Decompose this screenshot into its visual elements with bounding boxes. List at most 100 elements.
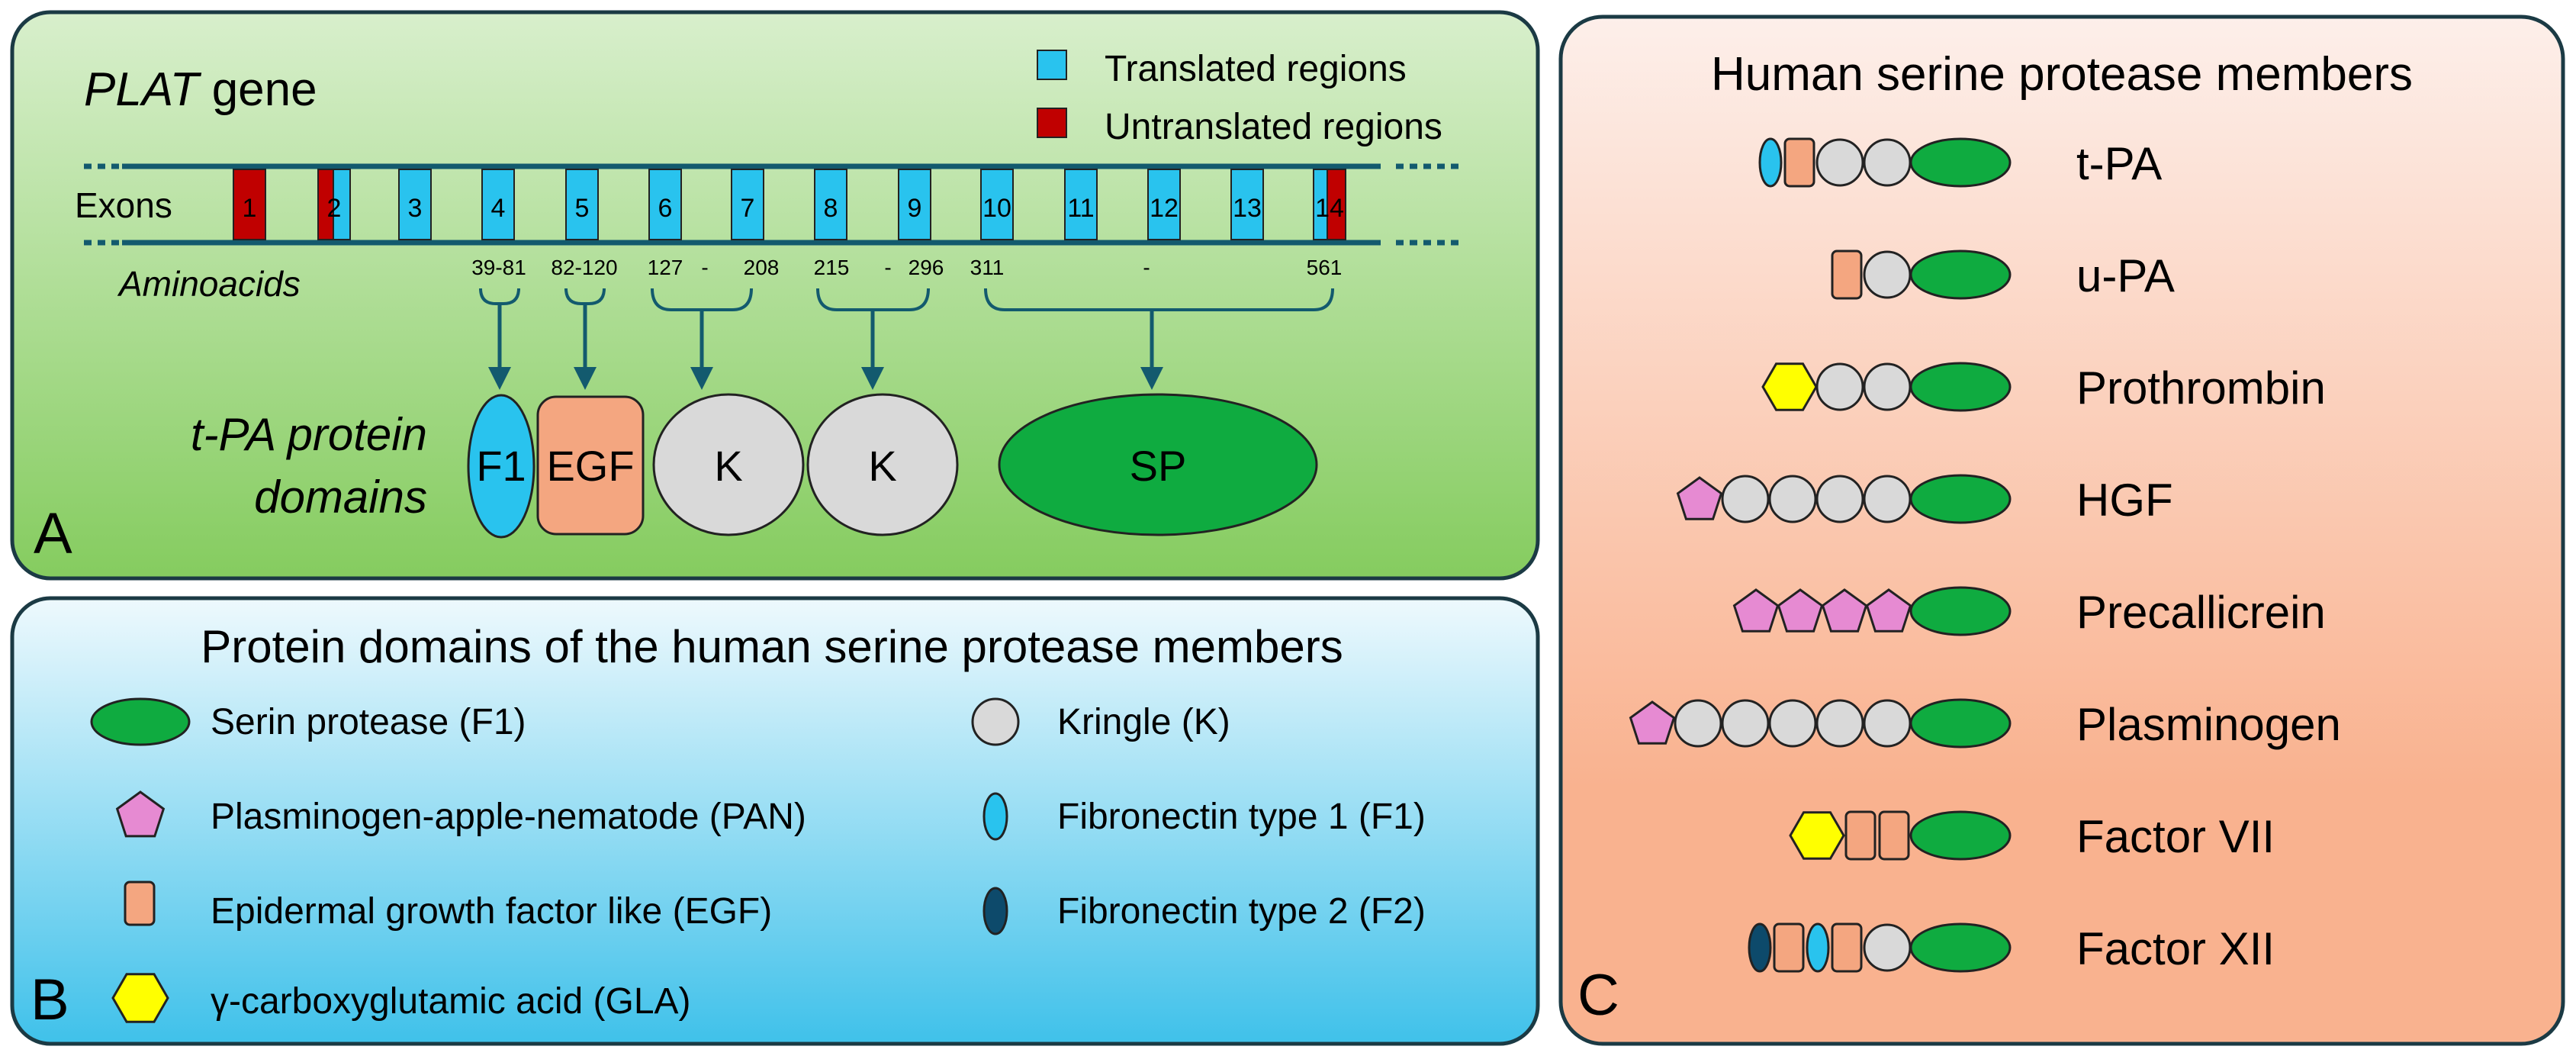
panel-c: Human serine protease members t-PA u-PA Pr… [1558, 14, 2565, 1046]
gene-name: PLAT [84, 63, 202, 116]
exon-2: 2 [317, 169, 351, 240]
domain-sp-icon [1909, 137, 2012, 188]
member-name: Plasminogen [2076, 699, 2341, 750]
domain-kringle-icon [1721, 699, 1770, 748]
member-row-plasminogen: Plasminogen [1629, 698, 2341, 750]
legend-translated-swatch [1037, 50, 1067, 80]
panel-b: Protein domains of the human serine prot… [10, 596, 1540, 1046]
exon-number: 13 [1233, 194, 1262, 223]
domain-egf-icon [1831, 922, 1863, 973]
legend-egf-label: Epidermal growth factor like (EGF) [211, 891, 772, 932]
domain-pan-icon [1821, 588, 1868, 633]
aa-range-sp-start: 311 [970, 256, 1005, 279]
domain-kringle-icon [1768, 475, 1817, 523]
legend-untranslated-swatch [1037, 108, 1067, 138]
aa-range-k1-end: 208 [744, 256, 780, 279]
exon-number: 11 [1067, 194, 1094, 223]
legend-f1-icon [982, 792, 1008, 841]
domain-kringle-icon [1815, 699, 1864, 748]
member-row-precallicrein: Precallicrein [1732, 586, 2326, 638]
panel-a: PLAT gene Translated regions Untranslate… [10, 10, 1540, 581]
domain-kringle-icon [1674, 699, 1722, 748]
panel-b-title: Protein domains of the human serine prot… [201, 621, 1343, 672]
domain-kringle-icon [1815, 475, 1864, 523]
exon-number: 12 [1150, 194, 1179, 223]
domain-gla-icon [1761, 362, 1818, 411]
exon-3: 3 [398, 169, 432, 240]
aa-range-k1-start: 127 [648, 256, 683, 279]
legend-f1-label: Fibronectin type 1 (F1) [1057, 797, 1426, 837]
exon-arrows [488, 305, 1163, 390]
legend-pan-label: Plasminogen-apple-nematode (PAN) [211, 797, 806, 837]
exon-number: 2 [327, 194, 342, 223]
domain-f1-shape [467, 394, 535, 539]
domain-k1-shape [652, 393, 805, 536]
aminoacids-label: Aminoacids [117, 264, 301, 304]
legend-f2-label: Fibronectin type 2 (F2) [1057, 891, 1426, 932]
legend-f2-icon [982, 887, 1008, 935]
domain-kringle-icon [1815, 138, 1864, 187]
tpa-domain-labels: F1 EGF K K SP [476, 442, 1186, 490]
exon-number: 4 [491, 194, 506, 223]
panel-b-legend-icons [90, 697, 1020, 1023]
exon-number: 5 [575, 194, 590, 223]
member-name: Factor XII [2076, 923, 2275, 974]
domain-pan-icon [1676, 476, 1723, 520]
exon-brackets [479, 288, 1334, 311]
tpa-domains [467, 393, 1318, 539]
exons-label: Exons [75, 185, 172, 225]
domain-k2-shape [806, 393, 959, 536]
domain-kringle-icon [1721, 475, 1770, 523]
exon-number: 3 [408, 194, 423, 223]
member-row-t-pa: t-PA [1758, 137, 2162, 189]
exon-7: 7 [731, 169, 764, 240]
exon-number: 1 [243, 194, 257, 223]
domain-egf-icon [1831, 250, 1863, 300]
panel-b-letter: B [31, 967, 69, 1032]
aa-range-egf: 82-120 [551, 256, 617, 279]
domain-kringle-icon [1815, 362, 1864, 411]
exon-10: 10 [980, 169, 1014, 240]
domain-f1-icon [1758, 137, 1783, 188]
panel-a-letter: A [34, 501, 72, 566]
member-row-prothrombin: Prothrombin [1761, 362, 2326, 414]
domain-gla-icon [1789, 811, 1845, 860]
domain-sp-icon [1909, 586, 2012, 636]
aa-range-f1: 39-81 [471, 256, 526, 279]
panel-c-title: Human serine protease members [1711, 48, 2413, 101]
domain-kringle-icon [1768, 699, 1817, 748]
member-name: Precallicrein [2076, 587, 2326, 638]
exon-14: 14 [1313, 169, 1346, 240]
domain-egf-shape [536, 395, 645, 536]
exon-5: 5 [565, 169, 599, 240]
aa-range-k1-dash: - [701, 256, 708, 279]
legend-untranslated-label: Untranslated regions [1105, 107, 1442, 147]
domain-k2-label: K [868, 442, 896, 490]
legend-translated-label: Translated regions [1105, 49, 1407, 89]
member-name: Factor VII [2076, 811, 2275, 862]
exon-11: 11 [1064, 169, 1098, 240]
aa-range-k2-end: 296 [909, 256, 944, 279]
domain-kringle-icon [1863, 250, 1912, 299]
gene-word: gene [198, 63, 317, 116]
domain-egf-icon [1773, 922, 1805, 973]
domain-pan-icon [1777, 588, 1824, 633]
domain-egf-icon [1844, 810, 1877, 861]
protein-label-line2: domains [254, 472, 427, 523]
aa-range-sp-dash: - [1143, 256, 1150, 279]
domain-f1-icon [1806, 922, 1830, 973]
domain-sp-icon [1909, 810, 2012, 861]
member-name: t-PA [2076, 138, 2162, 189]
exon-number: 6 [658, 194, 673, 223]
legend-egf-icon [124, 881, 156, 926]
member-name: u-PA [2076, 250, 2175, 301]
domain-sp-shape [998, 393, 1318, 536]
legend-kringle-label: Kringle (K) [1057, 702, 1230, 742]
exon-4: 4 [481, 169, 515, 240]
domain-kringle-icon [1863, 138, 1912, 187]
member-row-u-pa: u-PA [1831, 250, 2175, 301]
domain-kringle-icon [1863, 475, 1912, 523]
domain-sp-icon [1909, 362, 2012, 412]
